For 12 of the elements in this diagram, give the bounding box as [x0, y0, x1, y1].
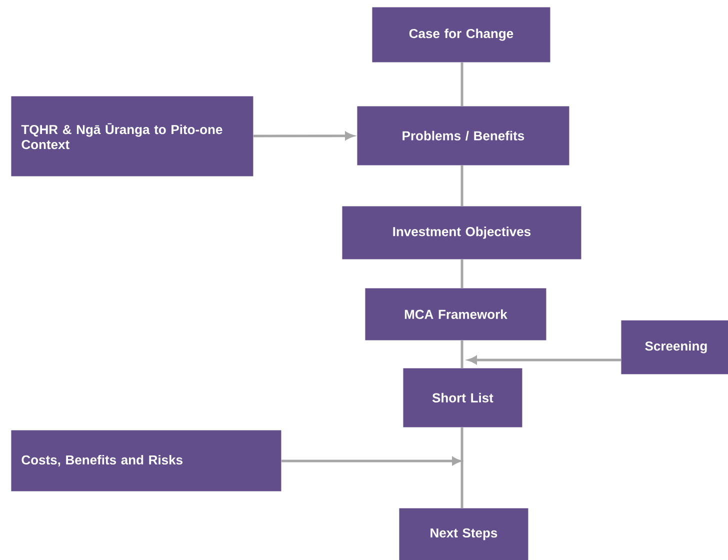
process-box: MCA Framework	[365, 288, 546, 340]
arrow	[253, 132, 354, 140]
process-box: Short List	[403, 368, 522, 428]
process-box: Screening	[621, 320, 728, 374]
process-box: Problems / Benefits	[357, 106, 570, 166]
process-box: TQHR & Ngā Ūranga to Pito-one Context	[11, 96, 254, 176]
arrow	[281, 457, 461, 465]
arrow	[468, 356, 621, 364]
process-box: Next Steps	[399, 508, 528, 560]
process-box: Case for Change	[372, 7, 550, 62]
process-box: Investment Objectives	[342, 206, 582, 260]
process-box: Costs, Benefits and Risks	[11, 430, 282, 492]
